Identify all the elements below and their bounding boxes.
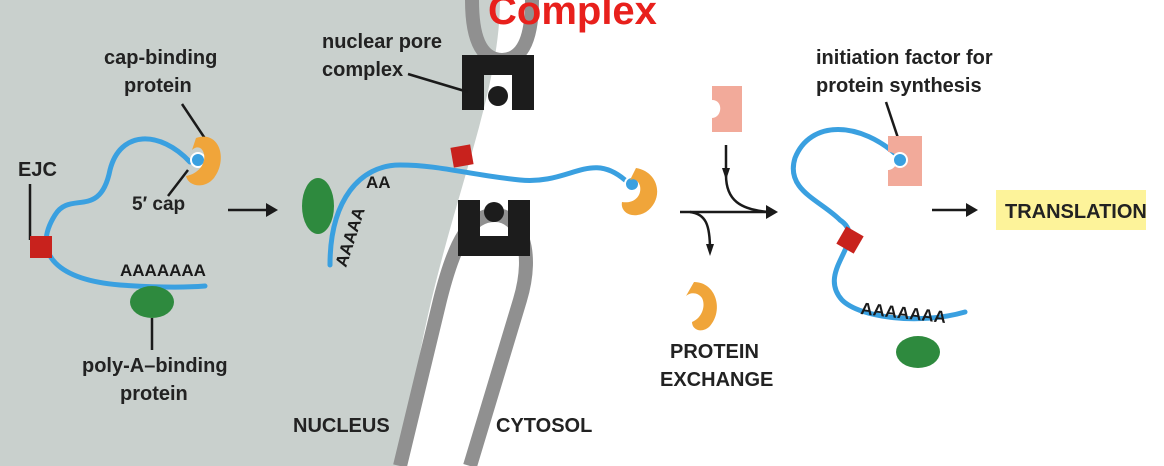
mrna-nuclear [43, 136, 208, 290]
initiation-factor-label-line1: initiation factor for [816, 47, 993, 69]
exchange-main-arrow-head [766, 205, 778, 219]
exchange-arrow-in [724, 145, 771, 214]
ejc-transit-icon [450, 144, 474, 168]
nuclear-pore-top [462, 55, 534, 110]
cap-binding-pointer [180, 103, 208, 141]
nuclear-pore-label-line2: complex [322, 59, 403, 81]
five-prime-cap-label: 5′ cap [132, 194, 185, 215]
translation-box [996, 190, 1146, 230]
ejc-icon [30, 236, 52, 258]
diagram-title: Complex [488, 0, 657, 33]
initiation-factor-incoming-icon [712, 86, 742, 132]
exchange-arrow-out-head [706, 244, 714, 256]
nuclear-pore-bottom [458, 200, 530, 256]
poly-a-binding-protein-transit-icon [302, 178, 334, 234]
poly-a-binding-label-line1: poly-A–binding [82, 355, 228, 377]
mrna-cytosol [790, 127, 968, 322]
poly-a-tail-nuclear: AAAAAAA [120, 261, 206, 280]
step-arrow-1-head [266, 203, 278, 217]
cap-binding-protein-transit-icon [621, 168, 658, 216]
five-prime-cap-cytosol-icon [892, 152, 908, 168]
poly-a-binding-protein-cytosol-icon [896, 336, 940, 368]
protein-exchange-label-line2: EXCHANGE [660, 369, 773, 391]
initiation-factor-pointer [884, 101, 900, 139]
initiation-factor-label-line2: protein synthesis [816, 75, 982, 97]
step-arrow-final-head [966, 203, 978, 217]
poly-a-tail-cytosol: AAAAAAA [860, 299, 947, 327]
poly-a-binding-protein-icon [130, 286, 174, 318]
ejc-label: EJC [18, 159, 57, 181]
nucleus-region [0, 0, 500, 466]
protein-exchange-label-line1: PROTEIN [670, 341, 759, 363]
cap-binding-label-line1: cap-binding [104, 47, 217, 69]
five-prime-cap-pointer [167, 169, 189, 197]
poly-a-binding-label-line2: protein [120, 383, 188, 405]
cytosol-label: CYTOSOL [496, 415, 592, 437]
nucleus-label: NUCLEUS [293, 415, 390, 437]
poly-a-tail-transit-end: AA [366, 173, 391, 192]
cap-binding-label-line2: protein [124, 75, 192, 97]
exchange-arrow-in-head [722, 168, 730, 180]
mrna-transit [327, 162, 628, 268]
nuclear-pore-pointer [407, 72, 469, 94]
cap-binding-protein-icon [186, 136, 221, 186]
cap-binding-protein-released-icon [686, 282, 717, 331]
translation-label: TRANSLATION [1005, 201, 1147, 223]
ejc-cytosol-icon [836, 226, 864, 254]
nuclear-pore-label-line1: nuclear pore [322, 31, 442, 53]
